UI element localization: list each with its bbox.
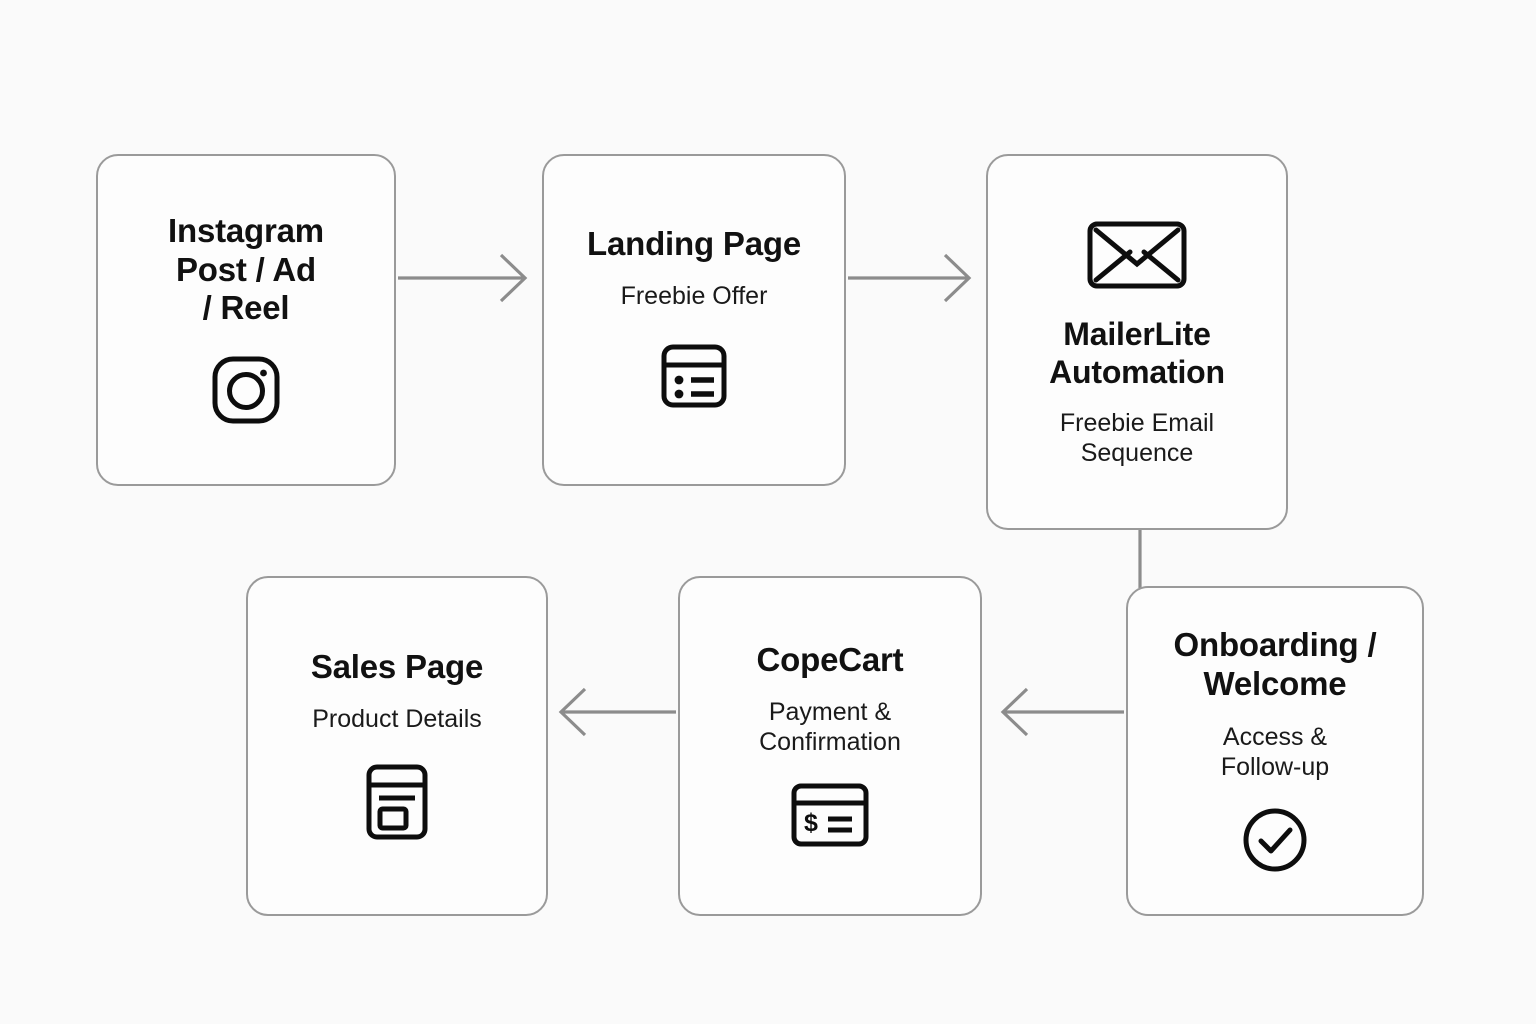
connector-instagram-to-landing [398,253,528,303]
form-list-icon [655,337,733,415]
connector-onboarding-to-copecart [1000,687,1124,737]
node-landing-page-title: Landing Page [587,224,801,262]
node-instagram[interactable]: Instagram Post / Ad / Reel [96,154,396,486]
node-copecart-subtitle: Payment & Confirmation [759,698,901,757]
check-circle-icon [1239,804,1311,876]
browser-window-icon [360,760,434,844]
node-mailerlite-automation-subtitle: Freebie Email Sequence [1059,408,1215,467]
svg-text:$: $ [804,809,818,837]
credit-card-icon: $ [787,779,873,851]
node-landing-page-subtitle: Freebie Offer [620,282,768,311]
node-copecart-title: CopeCart [756,640,904,678]
node-copecart[interactable]: CopeCart Payment & Confirmation $ [678,576,982,916]
envelope-icon [1085,216,1189,294]
node-instagram-title: Instagram Post / Ad / Reel [168,211,324,327]
node-onboarding-welcome-subtitle: Access & Follow-up [1220,722,1330,781]
node-sales-page[interactable]: Sales Page Product Details [246,576,548,916]
connector-copecart-to-salespage [558,687,676,737]
node-onboarding-welcome[interactable]: Onboarding / Welcome Access & Follow-up [1126,586,1424,916]
node-onboarding-welcome-title: Onboarding / Welcome [1173,626,1377,702]
node-landing-page[interactable]: Landing Page Freebie Offer [542,154,846,486]
node-mailerlite-automation-title: MailerLite Automation [1049,316,1225,390]
node-sales-page-title: Sales Page [310,647,484,685]
connector-landing-to-mailerlite [848,253,972,303]
node-mailerlite-automation[interactable]: MailerLite Automation Freebie Email Sequ… [986,154,1288,530]
instagram-icon [208,352,284,428]
node-sales-page-subtitle: Product Details [312,705,482,734]
